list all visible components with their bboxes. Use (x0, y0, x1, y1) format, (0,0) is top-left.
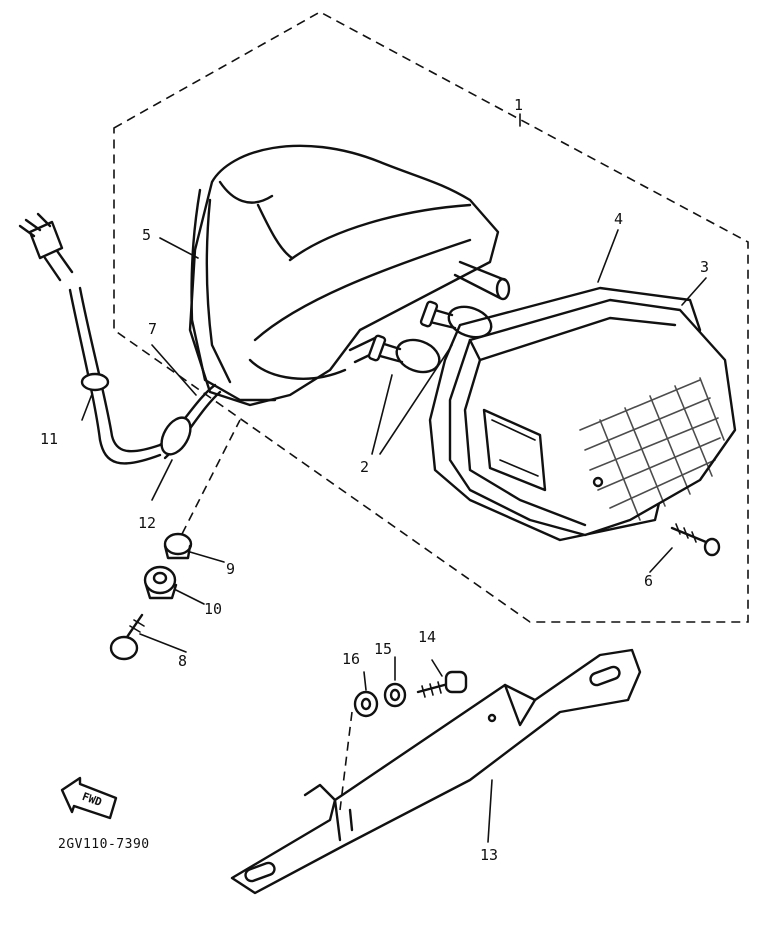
callout-11: 11 (40, 430, 58, 448)
grommet (143, 565, 178, 600)
assembly-boundary (113, 11, 749, 623)
license-bracket (230, 648, 642, 895)
callout-6: 6 (644, 572, 653, 590)
callout-15: 15 (374, 640, 392, 658)
figure-code: 2GV110-7390 (58, 837, 150, 852)
wire-harness (18, 212, 222, 465)
dashed-alignment-lines (181, 419, 353, 811)
callout-3: 3 (700, 258, 709, 276)
mounting-bolt (109, 613, 145, 661)
taillight-lens (448, 298, 737, 537)
callout-2: 2 (360, 458, 369, 476)
plain-washer (353, 690, 379, 718)
bracket-bolt (416, 670, 468, 698)
spring-washer (383, 682, 407, 708)
callout-14: 14 (418, 628, 436, 646)
callout-7: 7 (148, 320, 157, 338)
callout-12: 12 (138, 514, 156, 532)
callout-9: 9 (226, 560, 235, 578)
lens-gasket (428, 286, 702, 542)
leader-lines (81, 113, 707, 843)
callout-5: 5 (142, 226, 151, 244)
callout-8: 8 (178, 652, 187, 670)
callout-10: 10 (204, 600, 222, 618)
callout-4: 4 (614, 210, 623, 228)
callout-16: 16 (342, 650, 360, 668)
collar (163, 532, 193, 560)
lens-screw (670, 523, 721, 557)
callout-1: 1 (514, 96, 523, 114)
forward-arrow: FWD (60, 776, 118, 820)
callout-13: 13 (480, 846, 498, 864)
